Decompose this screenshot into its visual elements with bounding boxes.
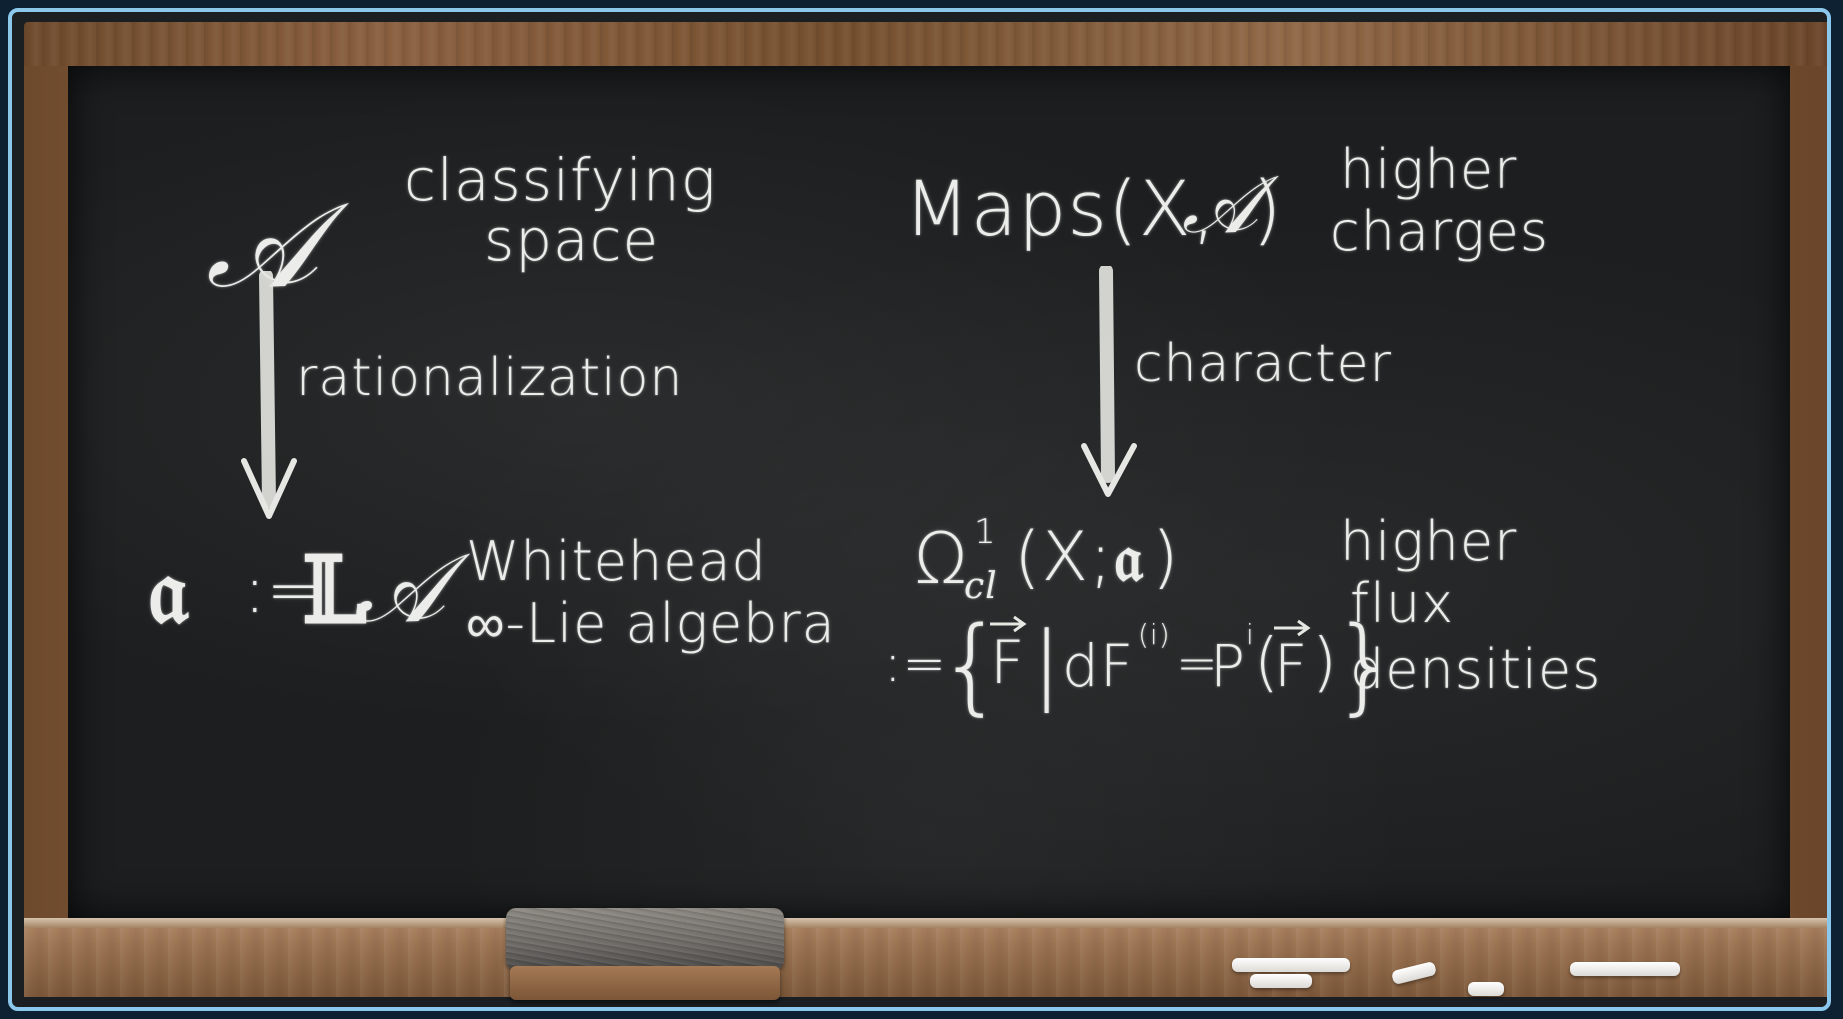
eraser-block [510,966,780,1000]
flux-label-line2: flux [1350,572,1454,635]
maps-formula-prefix: Maps(X, [904,164,1217,253]
omega-symbol: Ω [914,518,969,600]
higher-charges-line1: higher [1340,138,1517,201]
set-bar: | [1032,614,1062,714]
rationalization-label: rationalization [296,348,683,408]
eraser-felt [506,908,784,970]
chalk-stick[interactable] [1232,958,1350,972]
maps-formula-close: ) [1252,164,1283,253]
whitehead-lhs-frak-a: 𝔞 [148,536,189,646]
chalk-tray [24,918,1831,997]
set-p: P [1210,632,1246,700]
chalkboard-surface: 𝒜 classifying space rationalization 𝔞 :=… [68,66,1790,918]
omega-args-open: (X; [1014,518,1113,597]
character-label: character [1134,334,1392,394]
set-df-superscript: (i) [1138,618,1171,651]
maps-formula-a: 𝒜 [1182,158,1259,252]
chalkboard-frame: 𝒜 classifying space rationalization 𝔞 :=… [24,22,1831,997]
flux-label-line3: densities [1350,638,1601,701]
flux-label-line1: higher [1340,510,1517,573]
blackboard-eraser[interactable] [506,908,784,1002]
frame-wood-grain [24,22,1831,66]
whitehead-label-line2: ∞-Lie algebra [466,592,836,655]
vector-arrow-2 [1270,616,1314,638]
set-p-arg-vector-f: F [1274,632,1308,700]
chalk-tray-lip [24,918,1831,928]
omega-superscript: 1 [974,512,997,552]
classifying-label-line1: classifying [404,146,717,214]
vector-arrow-1 [986,612,1030,634]
chalk-stick[interactable] [1468,982,1504,996]
chalk-stick[interactable] [1570,962,1680,976]
omega-subscript: cl [964,566,998,607]
chalk-stick[interactable] [1250,974,1312,988]
set-vector-f: F [990,628,1026,698]
higher-charges-line2: charges [1330,200,1549,263]
whitehead-a-symbol: 𝒜 [354,532,446,646]
set-df: dF [1062,632,1134,700]
whitehead-label-line1: Whitehead [466,530,767,593]
omega-args-frak-a: 𝔞 [1114,518,1144,598]
screen-frame: 𝒜 classifying space rationalization 𝔞 :=… [8,8,1831,1011]
chalk-dust [24,928,1831,997]
classifying-label-line2: space [484,206,659,274]
omega-args-close: ) [1152,518,1180,597]
